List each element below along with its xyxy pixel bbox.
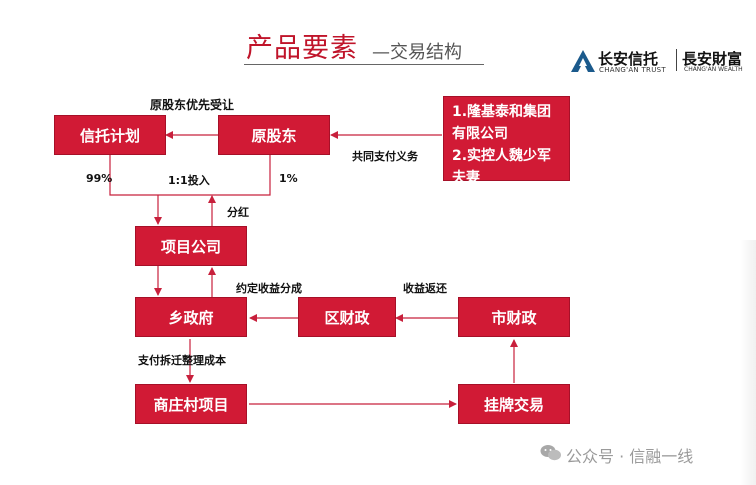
page-title: 产品要素 xyxy=(246,33,358,64)
node-guarantor: 1.隆基泰和集团有限公司 2.实控人魏少军夫妻 xyxy=(443,96,570,186)
logo-separator xyxy=(676,49,677,71)
investment-bracket xyxy=(109,155,271,196)
logo-wealth-name: 長安財富 xyxy=(682,50,743,68)
logo-wealth-english: CHANG'AN WEALTH xyxy=(684,66,743,73)
right-edge-shadow xyxy=(740,240,756,485)
node-listing-trade: 挂牌交易 xyxy=(458,384,570,424)
label-ratio-invest: 1:1投入 xyxy=(168,174,210,187)
node-township-government: 乡政府 xyxy=(135,297,247,337)
wechat-icon xyxy=(540,445,561,461)
label-revenue-return: 收益返还 xyxy=(403,282,447,295)
label-1-percent: 1% xyxy=(279,172,298,185)
changan-trust-logo-icon xyxy=(571,50,595,72)
label-dividend: 分红 xyxy=(227,206,249,219)
page-subtitle: —交易结构 xyxy=(372,42,462,63)
node-original-shareholder: 原股东 xyxy=(218,115,330,155)
node-city-finance: 市财政 xyxy=(458,297,570,337)
label-joint-payment: 共同支付义务 xyxy=(352,150,418,163)
node-village-project: 商庄村项目 xyxy=(135,384,247,424)
label-agreed-share: 约定收益分成 xyxy=(236,282,302,295)
label-99-percent: 99% xyxy=(86,172,113,185)
label-pay-demolition: 支付拆迁整理成本 xyxy=(138,354,226,367)
label-priority-transfer: 原股东优先受让 xyxy=(150,98,235,112)
node-trust-plan: 信托计划 xyxy=(54,115,166,155)
title-underline xyxy=(244,64,484,65)
node-district-finance: 区财政 xyxy=(298,297,396,337)
node-project-company: 项目公司 xyxy=(135,226,247,266)
logo-trust-english: CHANG'AN TRUST xyxy=(599,66,666,74)
logo-trust-name: 长安信托 xyxy=(598,50,659,68)
watermark-text: 公众号 · 信融一线 xyxy=(566,447,694,466)
